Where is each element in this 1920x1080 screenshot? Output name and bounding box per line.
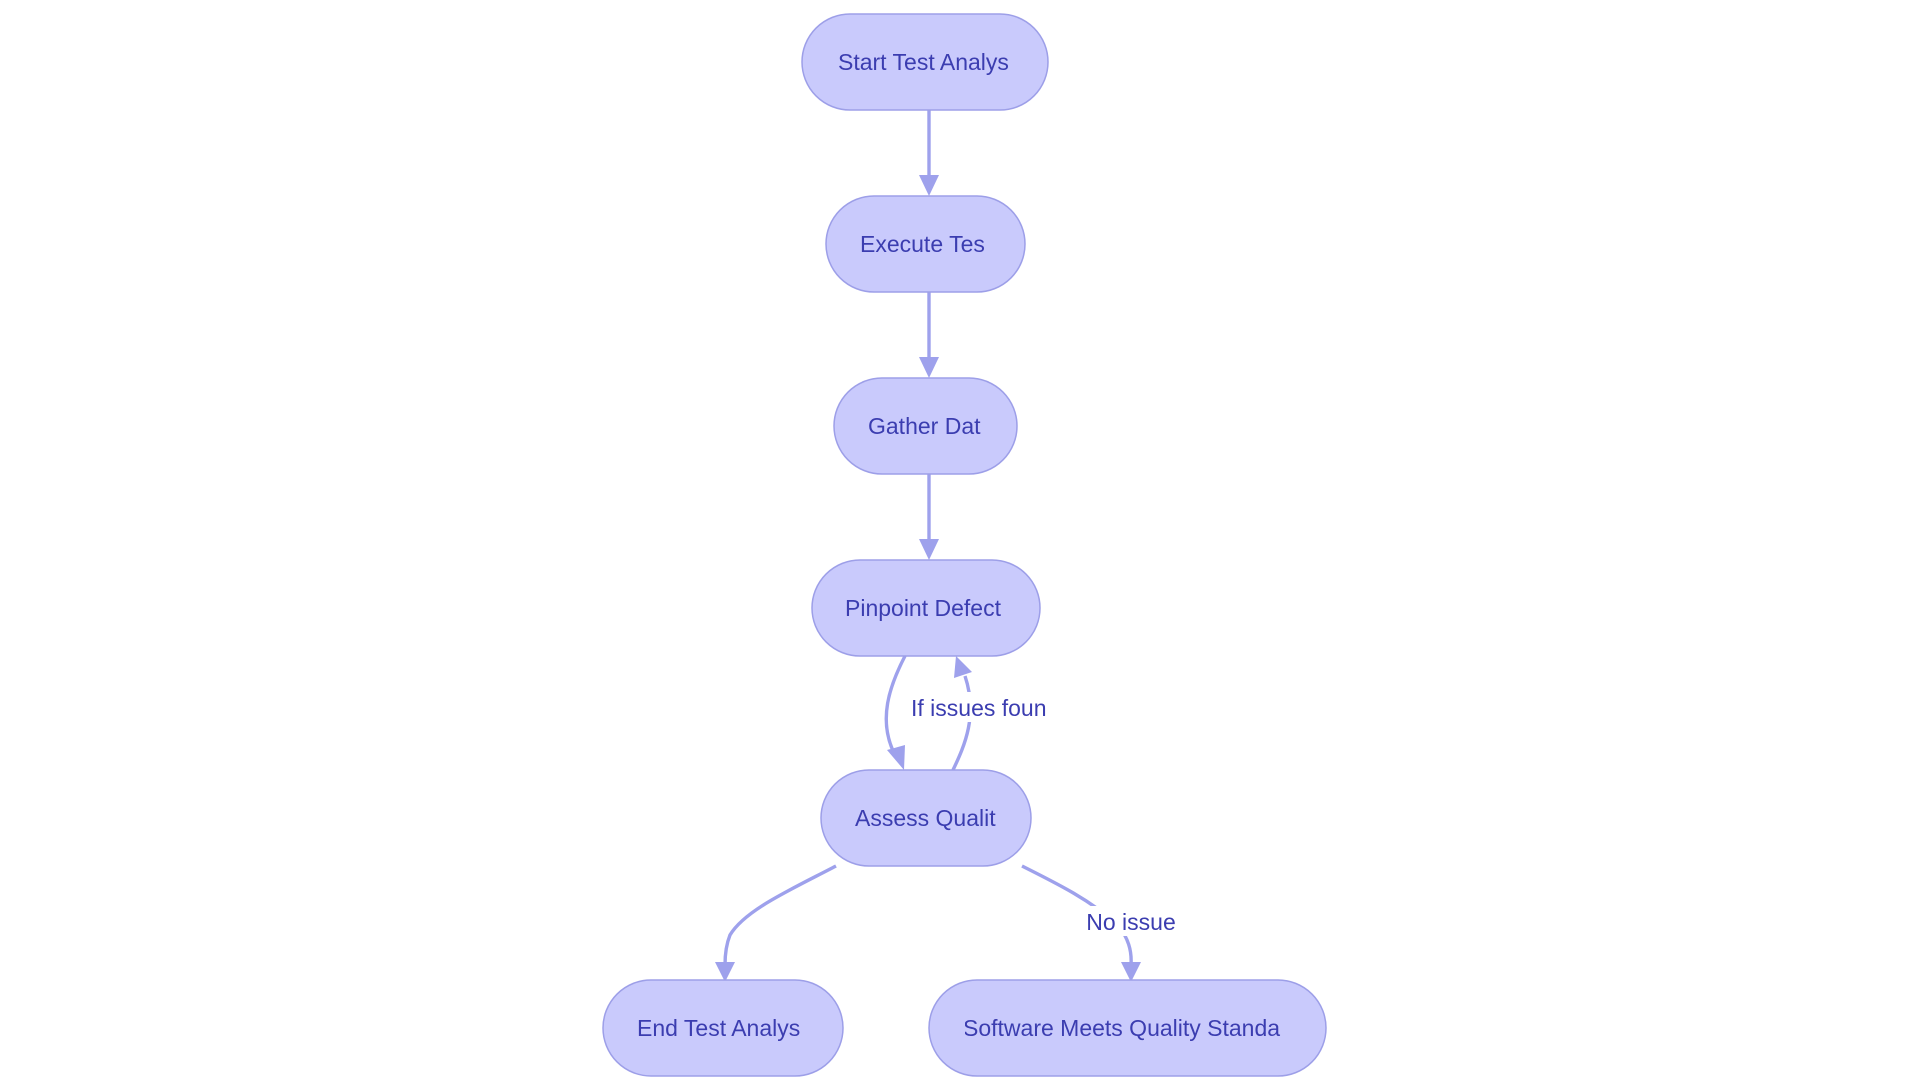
- node-label: End Test Analys: [637, 1015, 800, 1041]
- arrow-head-icon: [919, 175, 939, 196]
- arrow-head-icon: [1121, 962, 1141, 982]
- arrow-head-icon: [715, 962, 735, 982]
- arrow-head-icon: [919, 357, 939, 378]
- node-software-meets-quality-standards[interactable]: Software Meets Quality Standa: [928, 979, 1327, 1077]
- node-execute-tests[interactable]: Execute Tes: [825, 195, 1026, 293]
- arrow-head-icon: [887, 745, 905, 770]
- edge-pinpoint-to-assess: [884, 655, 907, 770]
- node-label: Pinpoint Defect: [845, 595, 1002, 621]
- edge-label-text: If issues foun: [911, 695, 1047, 721]
- arrow-head-icon: [919, 539, 939, 560]
- node-label: Assess Qualit: [855, 805, 996, 831]
- edge-assess-to-end: [715, 864, 837, 982]
- node-gather-data[interactable]: Gather Dat: [833, 377, 1018, 475]
- node-start-test-analysis[interactable]: Start Test Analys: [801, 13, 1049, 111]
- node-label: Execute Tes: [860, 231, 985, 257]
- node-assess-quality[interactable]: Assess Qualit: [820, 769, 1032, 867]
- node-label: Gather Dat: [868, 413, 981, 439]
- edge-label-no-issue: No issue: [1082, 906, 1180, 936]
- arrow-head-icon: [954, 656, 972, 678]
- node-pinpoint-defects[interactable]: Pinpoint Defect: [811, 559, 1041, 657]
- edge-label-if-issues-found: If issues foun: [908, 692, 1048, 722]
- edge-gather-to-pinpoint: [919, 474, 939, 560]
- edge-label-text: No issue: [1086, 909, 1175, 935]
- edge-start-to-execute: [919, 110, 939, 196]
- node-end-test-analysis[interactable]: End Test Analys: [602, 979, 844, 1077]
- node-label: Software Meets Quality Standa: [963, 1015, 1280, 1041]
- edge-assess-to-pinpoint: [951, 656, 973, 771]
- node-label: Start Test Analys: [838, 49, 1009, 75]
- edge-execute-to-gather: [919, 292, 939, 378]
